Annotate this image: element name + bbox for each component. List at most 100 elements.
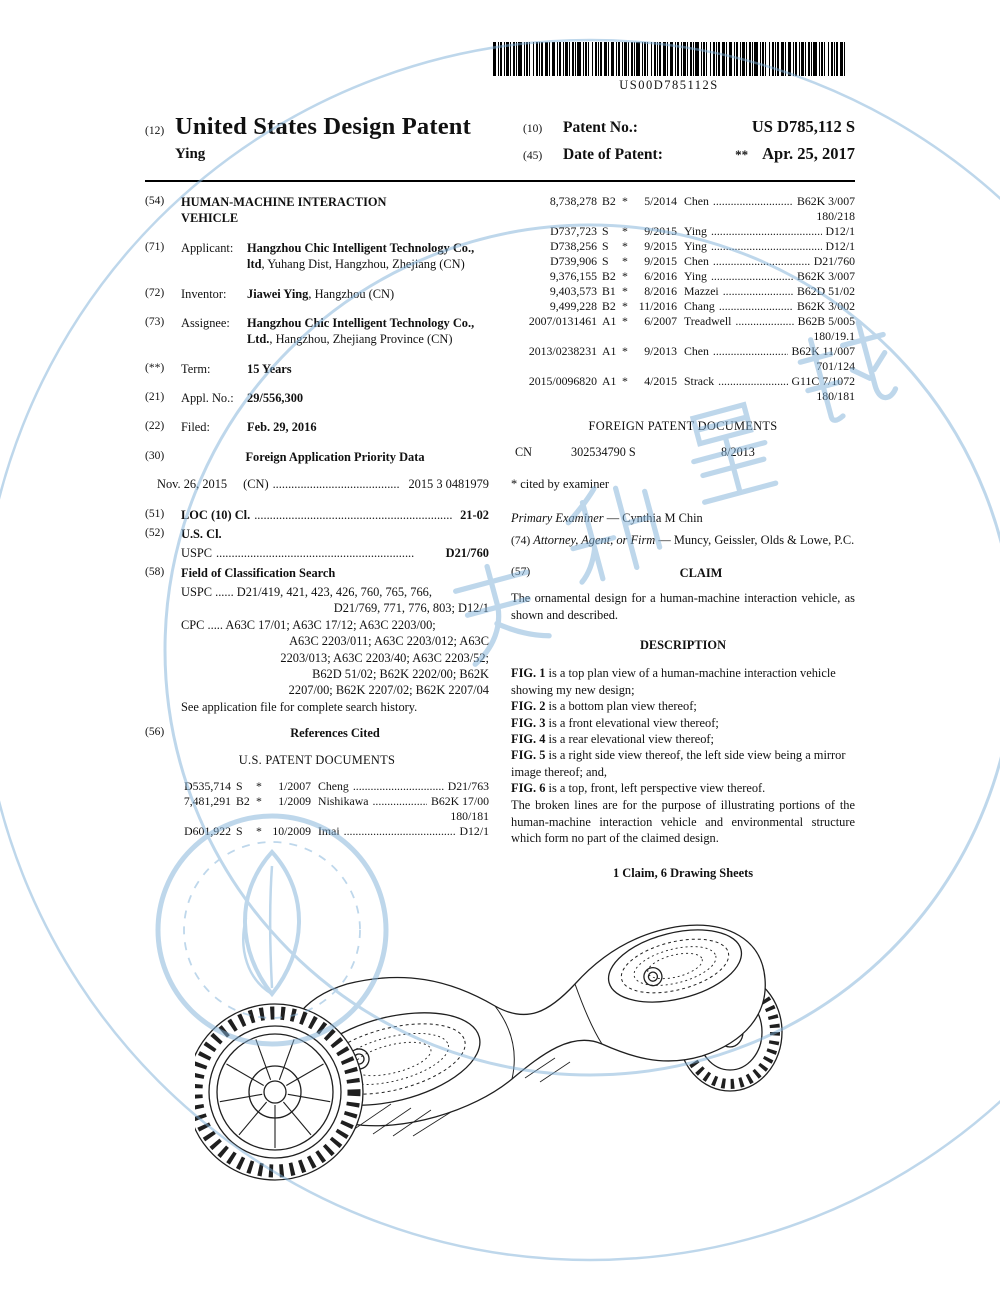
- field-loc-class: (51) LOC (10) Cl........................…: [145, 507, 489, 523]
- citation-number: 9,499,228: [549, 298, 597, 313]
- classification-line: A63C 2203/011; A63C 2203/012; A63C: [289, 634, 489, 649]
- patent-citation-row: 9,376,155 B2 * 6/2016 Ying .............…: [511, 269, 855, 284]
- figure-label: FIG. 5: [511, 748, 546, 763]
- patent-citation-row: 9,499,228 B2 * 11/2016 Chang ...........…: [511, 299, 855, 314]
- inid-code-45: (45): [523, 150, 543, 162]
- filed-label: Filed:: [181, 420, 210, 435]
- patent-number: US D785,112 S: [751, 117, 855, 136]
- patent-citation-row: 7,481,291 B2 * 1/2009 Nishikawa ........…: [145, 794, 489, 809]
- inid-code-22: (22): [145, 420, 165, 433]
- hoverboard-figure: [186, 924, 783, 1181]
- inid-code-12: (12): [145, 125, 165, 137]
- citation-class: B62K 3/002: [796, 298, 855, 313]
- citation-date: 6/2007: [644, 313, 677, 328]
- citation-date: 6/2016: [644, 268, 677, 283]
- inid-code-72: (72): [145, 286, 165, 299]
- inventor-address: , Hangzhou (CN): [308, 286, 395, 301]
- filed-date: Feb. 29, 2016: [247, 420, 317, 435]
- citation-star: *: [622, 298, 628, 313]
- us-refs-right: 8,738,278 B2 * 5/2014 Chen .............…: [511, 194, 855, 404]
- citation-star: *: [256, 793, 262, 808]
- citation-number: 302534790 S: [571, 444, 636, 459]
- patent-citation-row: D535,714 S * 1/2007 Cheng ..............…: [145, 779, 489, 794]
- foreign-patent-documents-heading: FOREIGN PATENT DOCUMENTS: [588, 418, 778, 433]
- patent-citation-row: D739,906 S * 9/2015 Chen ...............…: [511, 254, 855, 269]
- citation-name: Ying: [684, 223, 707, 238]
- citation-continuation: 180/181: [450, 808, 489, 823]
- inid-code-56: (56): [145, 726, 165, 738]
- barcode-number: US00D785112S: [619, 78, 719, 92]
- priority-country: (CN): [243, 477, 269, 492]
- header-divider: [145, 180, 855, 182]
- attorney-label: Attorney, Agent, or Firm: [533, 532, 656, 547]
- applicant-label: Applicant:: [181, 240, 234, 255]
- figure-text: is a top, front, left perspective view t…: [545, 781, 766, 796]
- term-label: Term:: [181, 361, 211, 376]
- citation-kind: S: [602, 253, 609, 268]
- inid-code-51: (51): [145, 507, 165, 520]
- field-applicant: (71) Applicant: Hangzhou Chic Intelligen…: [145, 240, 489, 273]
- appl-no-value: 29/556,300: [247, 391, 304, 405]
- assignee-label: Assignee:: [181, 315, 230, 330]
- citation-star: *: [622, 253, 628, 268]
- figure-descriptions: FIG. 1 is a top plan view of a human-mac…: [511, 665, 855, 796]
- citation-kind: B1: [602, 283, 616, 298]
- figure-description-line: FIG. 2 is a bottom plan view thereof;: [511, 698, 855, 714]
- dot-leader: ........................................…: [343, 823, 456, 838]
- citation-star: *: [622, 283, 628, 298]
- figure-label: FIG. 3: [511, 715, 546, 730]
- citation-date: 4/2015: [644, 373, 677, 388]
- term-value: 15 Years: [247, 361, 292, 376]
- classification-line: D21/769, 771, 776, 803; D12/1: [333, 601, 489, 616]
- dot-leader: ..........................: [718, 373, 788, 388]
- dot-leader: ..............................: [722, 283, 793, 298]
- right-column: 8,738,278 B2 * 5/2014 Chen .............…: [511, 194, 855, 881]
- figure-text: is a front elevational view thereof;: [545, 715, 719, 730]
- citation-date: 11/2016: [638, 298, 677, 313]
- citation-star: *: [622, 373, 628, 388]
- citation-class: B62B 5/005: [797, 313, 855, 328]
- patent-citation-row: D601,922 S * 10/2009 Imai ..............…: [145, 824, 489, 839]
- citation-star: *: [622, 194, 628, 208]
- dot-leader: ....................................: [712, 194, 793, 208]
- citation-date: 1/2009: [278, 793, 311, 808]
- figure-label: FIG. 4: [511, 731, 546, 746]
- classification-line: 2207/00; B62K 2207/02; B62K 2207/04: [288, 683, 489, 698]
- attorney-line: (74) Attorney, Agent, or Firm — Muncy, G…: [511, 532, 855, 549]
- citation-class: D12/1: [825, 223, 856, 238]
- citation-date: 9/2013: [644, 343, 677, 358]
- citation-class: G11C 7/1072: [791, 373, 855, 388]
- dot-leader: ........................................…: [272, 477, 400, 492]
- inventor-value: Jiawei Ying, Hangzhou (CN): [247, 286, 489, 302]
- front-wheel: [186, 1003, 364, 1181]
- inid-code-58: (58): [145, 565, 165, 578]
- uspc-label: USPC: [181, 546, 212, 561]
- citation-kind: S: [602, 238, 609, 253]
- attorney-name: — Muncy, Geissler, Olds & Lowe, P.C.: [658, 532, 855, 547]
- patent-citation-row: 2013/0238231 A1 * 9/2013 Chen ..........…: [511, 344, 855, 359]
- citation-kind: S: [236, 778, 243, 793]
- field-search-label: Field of Classification Search: [181, 565, 336, 580]
- figure-text: is a rear elevational view thereof;: [545, 731, 714, 746]
- left-column: (54) HUMAN-MACHINE INTERACTION VEHICLE (…: [145, 194, 489, 881]
- patent-citation-row: D737,723 S * 9/2015 Ying ...............…: [511, 224, 855, 239]
- dot-leader: ..............................: [712, 343, 788, 358]
- loc-class-label: LOC (10) Cl.: [181, 507, 251, 522]
- citation-name: Ying: [684, 238, 707, 253]
- dot-leader: ........................................…: [216, 546, 415, 561]
- dot-leader: ..............................: [718, 298, 793, 313]
- citation-number: 2007/0131461: [528, 313, 597, 328]
- figure-description-line: FIG. 3 is a front elevational view there…: [511, 715, 855, 731]
- field-assignee: (73) Assignee: Hangzhou Chic Intelligent…: [145, 315, 489, 348]
- figure-label: FIG. 6: [511, 781, 546, 796]
- barcode: [493, 42, 845, 76]
- citation-number: 2013/0238231: [528, 343, 597, 358]
- uspc-value: D21/760: [445, 546, 489, 561]
- inventor-label: Inventor:: [181, 286, 227, 301]
- citation-kind: A1: [602, 313, 617, 328]
- invention-title: HUMAN-MACHINE INTERACTION VEHICLE: [181, 195, 387, 226]
- applicant-value: Hangzhou Chic Intelligent Technology Co.…: [247, 240, 489, 273]
- patent-citation-row: D738,256 S * 9/2015 Ying ...............…: [511, 239, 855, 254]
- citation-country: CN: [515, 444, 532, 459]
- assignee-value: Hangzhou Chic Intelligent Technology Co.…: [247, 315, 489, 348]
